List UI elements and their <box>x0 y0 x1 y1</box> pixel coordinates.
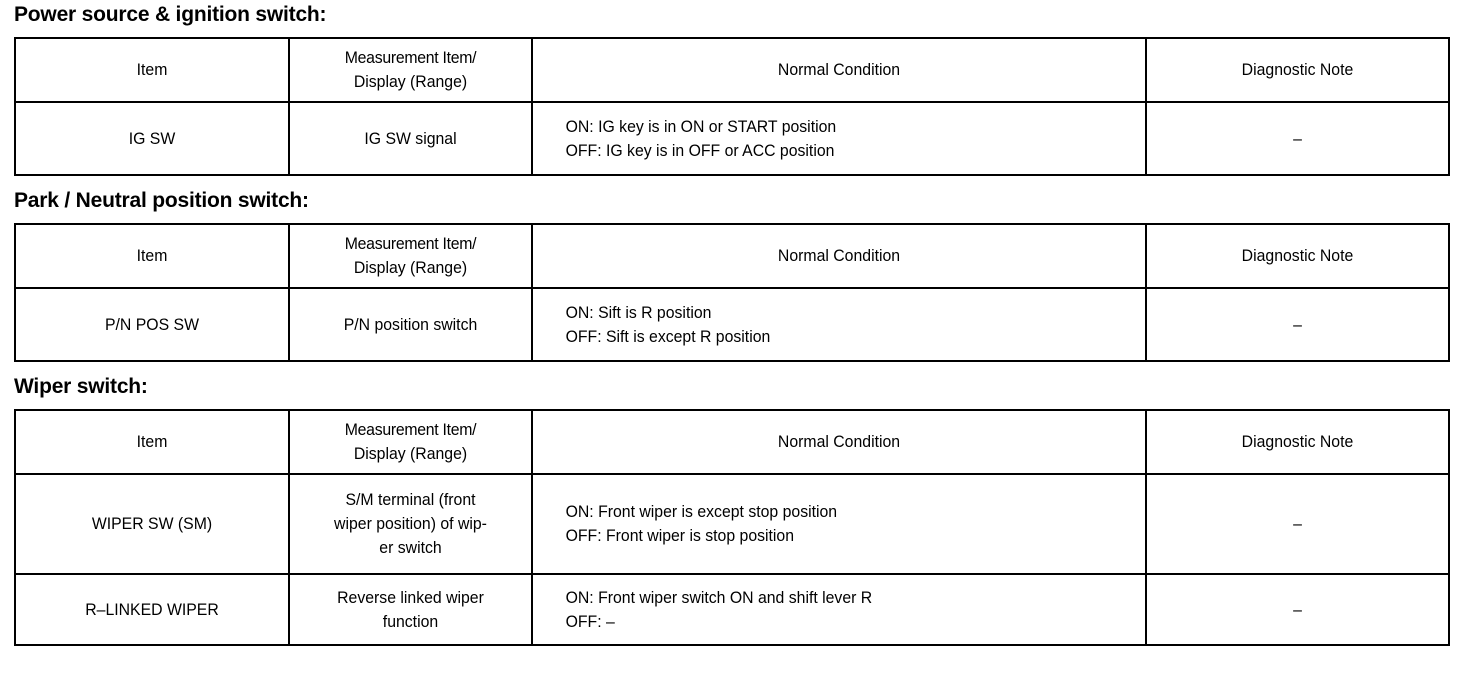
table-row: P/N POS SW P/N position switch ON: Sift … <box>14 287 1450 362</box>
header-cell-item: Item <box>14 223 290 289</box>
table-row: WIPER SW (SM) S/M terminal (front wiper … <box>14 473 1450 575</box>
header-item-label: Item <box>136 60 168 79</box>
table-header-row: Item Measurement Item/ Display (Range) N… <box>14 409 1450 475</box>
header-cell-diagnostic-note: Diagnostic Note <box>1145 37 1450 103</box>
table-wiper-switch: Item Measurement Item/ Display (Range) N… <box>14 409 1450 646</box>
spacer <box>0 176 1472 189</box>
cell-diagnostic-note: – <box>1145 101 1450 176</box>
header-measurement-line1: Measurement Item/ <box>344 48 477 67</box>
header-cell-diagnostic-note: Diagnostic Note <box>1145 223 1450 289</box>
header-cell-measurement: Measurement Item/ Display (Range) <box>288 37 533 103</box>
measurement-line1: S/M terminal (front <box>345 490 476 509</box>
measurement-line2: function <box>382 611 439 631</box>
normal-condition-on: ON: IG key is in ON or START position <box>565 116 837 136</box>
header-item-label: Item <box>136 432 168 451</box>
table-row: R–LINKED WIPER Reverse linked wiper func… <box>14 573 1450 646</box>
header-measurement-line2: Display (Range) <box>353 72 468 91</box>
cell-item: IG SW <box>14 101 290 176</box>
cell-item: P/N POS SW <box>14 287 290 362</box>
header-measurement-line2: Display (Range) <box>353 258 468 277</box>
header-diagnostic-note-label: Diagnostic Note <box>1241 246 1354 265</box>
header-normal-condition-label: Normal Condition <box>777 246 901 265</box>
table-header-row: Item Measurement Item/ Display (Range) N… <box>14 223 1450 289</box>
section-heading-park-neutral: Park / Neutral position switch: <box>14 189 309 212</box>
item-value: P/N POS SW <box>104 314 199 334</box>
normal-condition-off: OFF: IG key is in OFF or ACC position <box>565 140 835 160</box>
header-diagnostic-note-label: Diagnostic Note <box>1241 432 1354 451</box>
cell-item: R–LINKED WIPER <box>14 573 290 646</box>
header-cell-item: Item <box>14 409 290 475</box>
table-header-row: Item Measurement Item/ Display (Range) N… <box>14 37 1450 103</box>
normal-condition-off: OFF: Sift is except R position <box>565 326 771 346</box>
header-diagnostic-note-label: Diagnostic Note <box>1241 60 1354 79</box>
header-measurement-line1: Measurement Item/ <box>344 234 477 253</box>
cell-normal-condition: ON: Sift is R position OFF: Sift is exce… <box>531 287 1147 362</box>
header-cell-normal-condition: Normal Condition <box>531 223 1147 289</box>
spacer <box>0 399 1472 409</box>
diagnostic-note-value: – <box>1293 599 1302 619</box>
diagnostic-note-value: – <box>1293 514 1302 533</box>
item-value: WIPER SW (SM) <box>91 514 213 533</box>
table-park-neutral: Item Measurement Item/ Display (Range) N… <box>14 223 1450 362</box>
header-cell-normal-condition: Normal Condition <box>531 37 1147 103</box>
cell-measurement: IG SW signal <box>288 101 533 176</box>
normal-condition-off: OFF: – <box>565 611 615 631</box>
header-cell-diagnostic-note: Diagnostic Note <box>1145 409 1450 475</box>
diagnostic-note-value: – <box>1293 314 1302 334</box>
measurement-value: IG SW signal <box>364 128 457 148</box>
cell-normal-condition: ON: Front wiper is except stop position … <box>531 473 1147 575</box>
header-cell-item: Item <box>14 37 290 103</box>
diagnostic-note-value: – <box>1293 128 1302 148</box>
cell-measurement: P/N position switch <box>288 287 533 362</box>
item-value: R–LINKED WIPER <box>85 599 219 619</box>
table-row: IG SW IG SW signal ON: IG key is in ON o… <box>14 101 1450 176</box>
header-cell-normal-condition: Normal Condition <box>531 409 1147 475</box>
item-value: IG SW <box>128 128 176 148</box>
measurement-line3: er switch <box>379 538 442 557</box>
measurement-line2: wiper position) of wip- <box>334 514 487 533</box>
normal-condition-off: OFF: Front wiper is stop position <box>565 526 795 545</box>
header-measurement-line1: Measurement Item/ <box>344 420 477 439</box>
cell-measurement: S/M terminal (front wiper position) of w… <box>288 473 533 575</box>
cell-item: WIPER SW (SM) <box>14 473 290 575</box>
normal-condition-on: ON: Front wiper switch ON and shift leve… <box>565 587 873 607</box>
section-heading-wiper-switch: Wiper switch: <box>14 375 148 398</box>
header-measurement-line2: Display (Range) <box>353 444 468 463</box>
cell-diagnostic-note: – <box>1145 287 1450 362</box>
spacer <box>0 362 1472 375</box>
cell-normal-condition: ON: Front wiper switch ON and shift leve… <box>531 573 1147 646</box>
header-item-label: Item <box>136 246 168 265</box>
spacer <box>0 213 1472 223</box>
section-heading-power-source: Power source & ignition switch: <box>14 3 327 26</box>
spacer <box>0 27 1472 37</box>
header-cell-measurement: Measurement Item/ Display (Range) <box>288 409 533 475</box>
measurement-value: P/N position switch <box>343 314 478 334</box>
header-normal-condition-label: Normal Condition <box>777 432 901 451</box>
cell-normal-condition: ON: IG key is in ON or START position OF… <box>531 101 1147 176</box>
header-cell-measurement: Measurement Item/ Display (Range) <box>288 223 533 289</box>
cell-diagnostic-note: – <box>1145 473 1450 575</box>
header-normal-condition-label: Normal Condition <box>777 60 901 79</box>
normal-condition-on: ON: Sift is R position <box>565 302 712 322</box>
normal-condition-on: ON: Front wiper is except stop position <box>565 502 838 521</box>
measurement-line1: Reverse linked wiper <box>337 587 484 607</box>
cell-measurement: Reverse linked wiper function <box>288 573 533 646</box>
table-power-source: Item Measurement Item/ Display (Range) N… <box>14 37 1450 176</box>
cell-diagnostic-note: – <box>1145 573 1450 646</box>
